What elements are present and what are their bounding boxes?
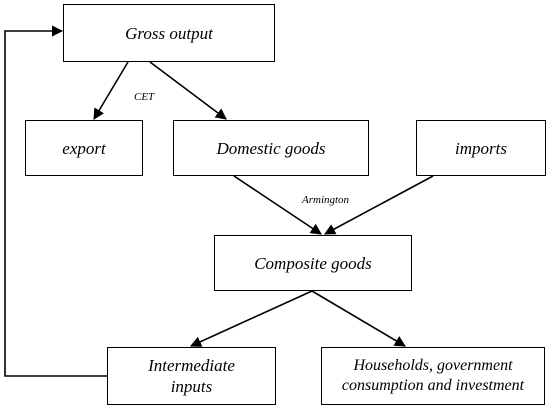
armington-edge-label: Armington <box>302 194 350 206</box>
gross-output-box: Gross output <box>63 4 275 62</box>
composite-goods-label: Composite goods <box>254 253 372 273</box>
households-line-1: Households, government <box>353 357 513 374</box>
edge-intermediate-feedback-to-gross <box>4 25 107 377</box>
domestic-goods-label: Domestic goods <box>216 138 326 158</box>
intermediate-inputs-line-2: inputs <box>170 377 213 396</box>
edge-gross-to-domestic <box>149 61 227 120</box>
edge-gross-to-export <box>93 61 129 120</box>
domestic-goods-box: Domestic goods <box>173 120 369 176</box>
edge-composite-to-households <box>311 290 406 347</box>
imports-label: imports <box>455 138 507 158</box>
edge-imports-to-composite <box>324 175 434 235</box>
gross-output-label: Gross output <box>125 23 213 43</box>
edge-composite-to-intermediate <box>189 290 313 347</box>
cet-edge-label: CET <box>134 91 155 103</box>
households-text: Households, government consumption and i… <box>342 356 524 396</box>
households-box: Households, government consumption and i… <box>321 347 545 405</box>
households-line-2: consumption and investment <box>341 377 525 394</box>
intermediate-inputs-text: Intermediate inputs <box>148 355 235 397</box>
intermediate-inputs-line-1: Intermediate <box>148 356 235 375</box>
imports-box: imports <box>416 120 546 176</box>
intermediate-inputs-box: Intermediate inputs <box>107 347 276 405</box>
composite-goods-box: Composite goods <box>214 235 412 291</box>
edge-domestic-to-composite <box>233 175 322 235</box>
export-box: export <box>25 120 143 176</box>
export-label: export <box>62 138 106 158</box>
